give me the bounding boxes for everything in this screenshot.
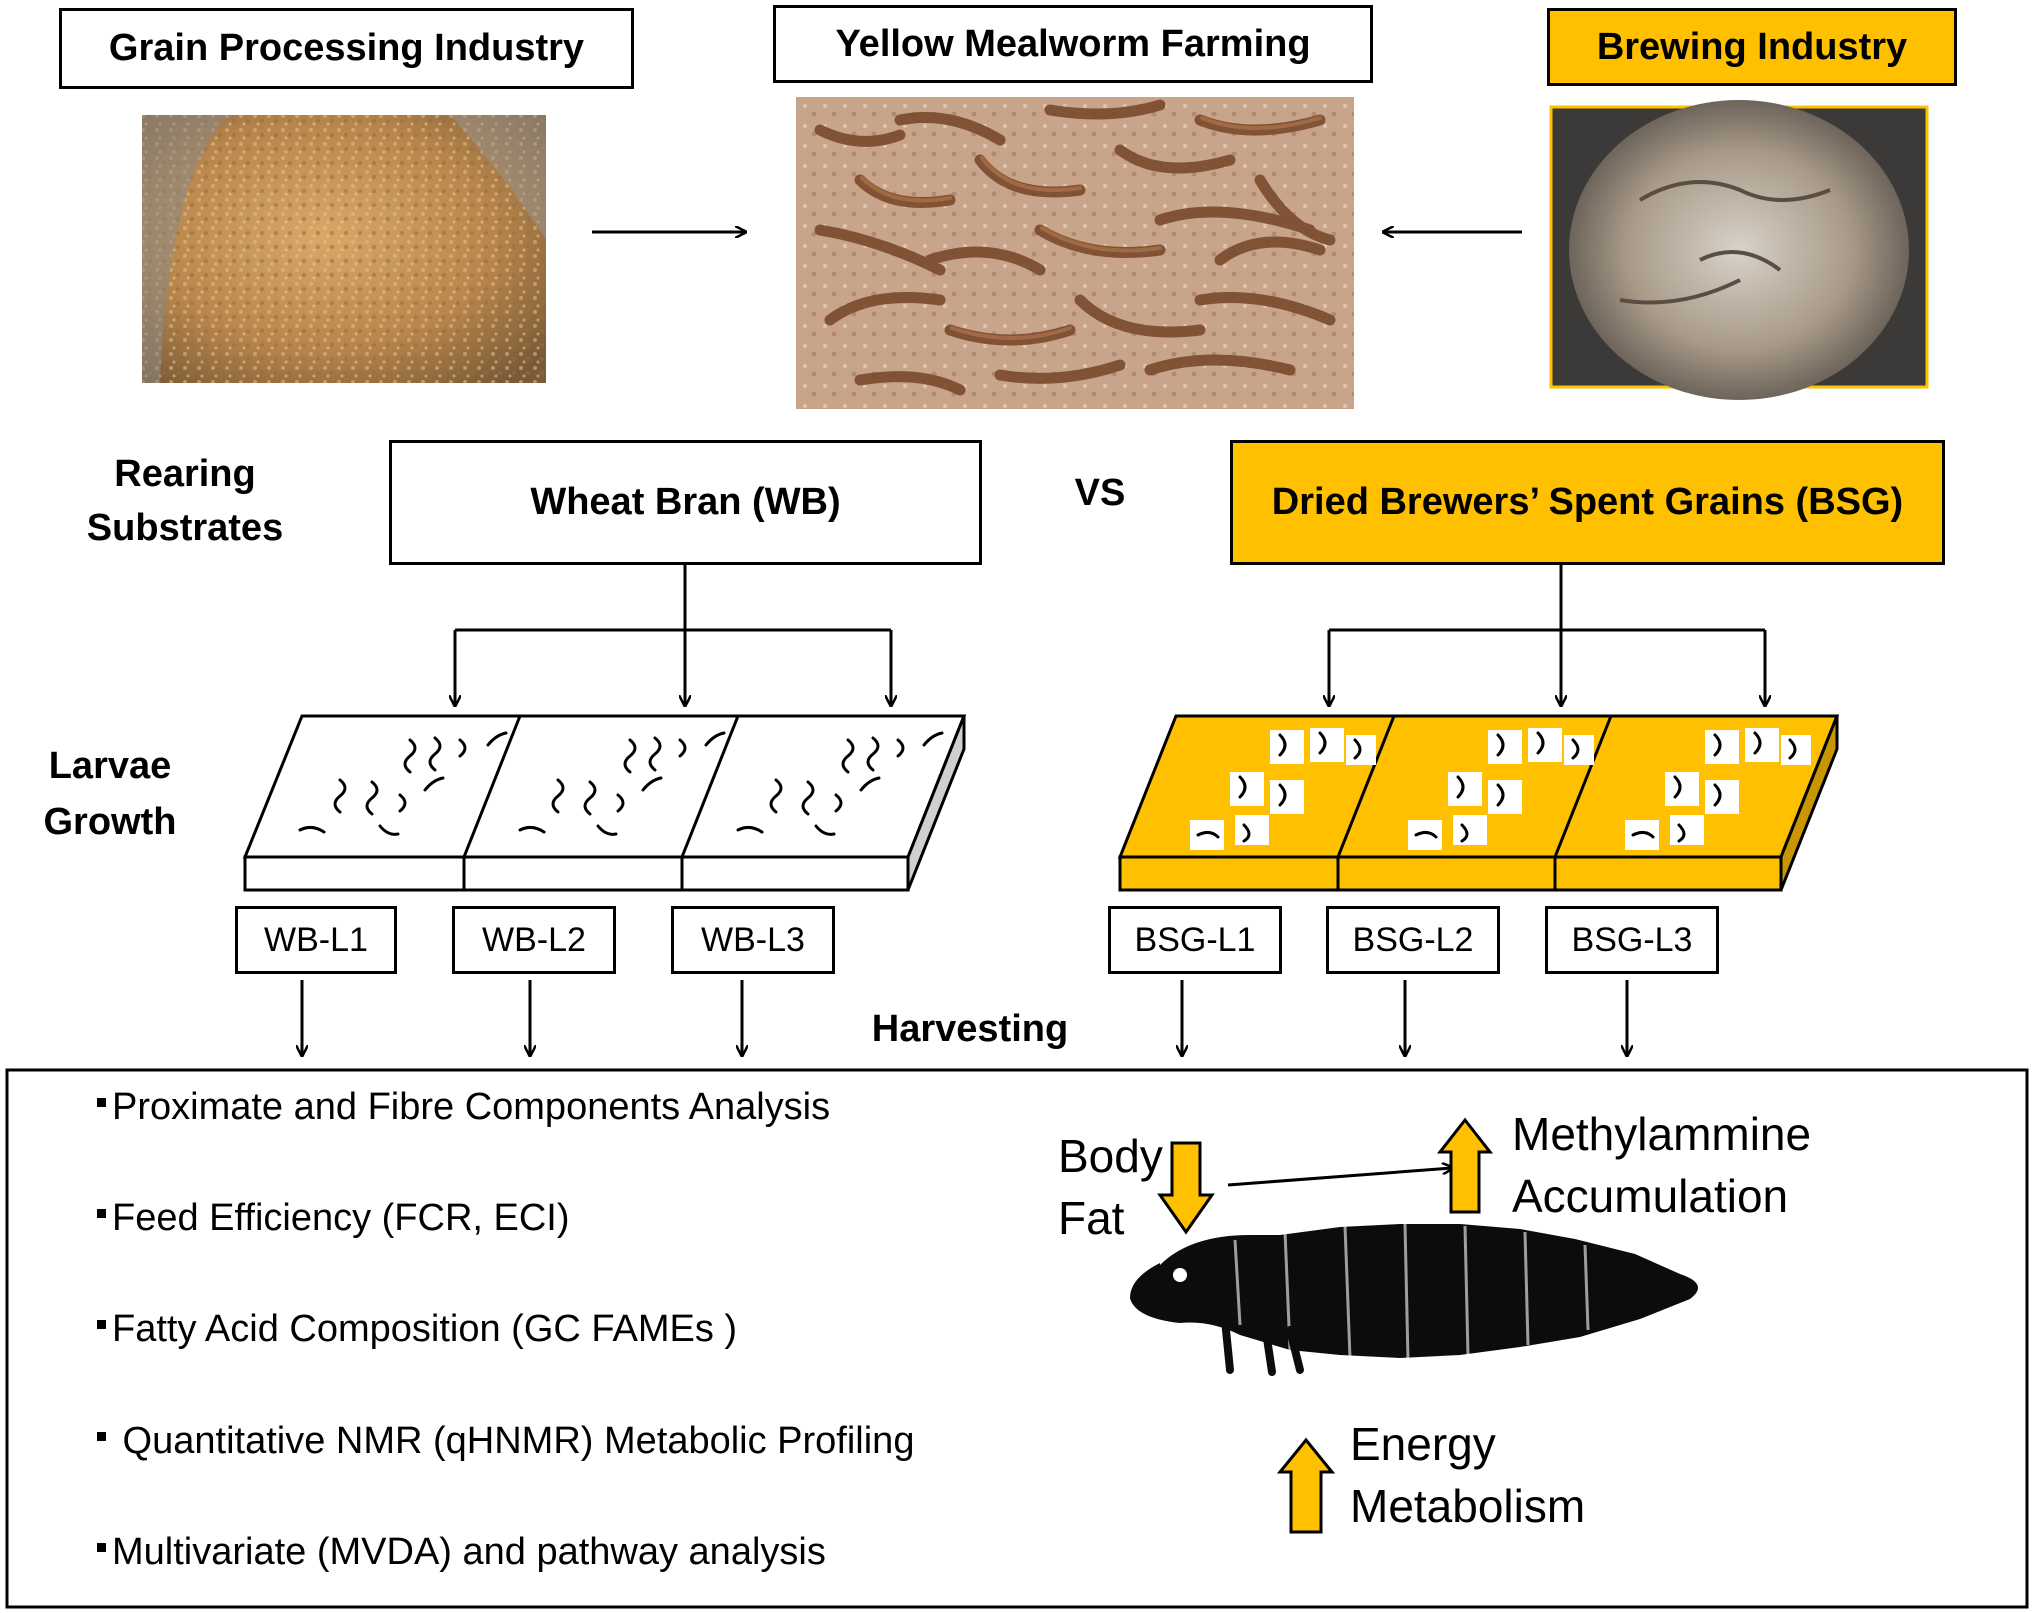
larva-icon [1130,1223,1698,1376]
tray-label-bsg-l1: BSG-L1 [1108,906,1282,974]
tray-icon [679,714,967,892]
rearing-substrates-label: Rearing Substrates [86,453,284,549]
analysis-item: Multivariate (MVDA) and pathway analysis [97,1531,826,1574]
bsg-branch-arrows [1329,563,1765,705]
larvae-growth-label: Larvae Growth [43,745,177,843]
arrow-up-icon [1436,1117,1494,1214]
analysis-box [5,1068,2029,1609]
tray-label-bsg-l2: BSG-L2 [1326,906,1500,974]
methylamine-label: Methylammine Accumulation [1512,1108,1812,1222]
wheat-bran-box: Wheat Bran (WB) [389,440,982,565]
grain-processing-label: Grain Processing Industry [108,27,585,69]
harvest-arrows [302,980,1627,1055]
arrow-up-icon [1276,1437,1336,1534]
tray-label-wb-l2: WB-L2 [452,906,616,974]
mealworm-photo [796,97,1354,409]
wb-branch-arrows [455,563,891,705]
arrow-down-icon [1157,1141,1215,1235]
bsg-box: Dried Brewers’ Spent Grains (BSG) [1230,440,1945,565]
body-fat-label: Body Fat [1058,1130,1163,1244]
brewing-industry-label: Brewing Industry [1596,25,1908,68]
bsg-label: Dried Brewers’ Spent Grains (BSG) [1271,481,1904,523]
brewing-photo [1549,100,1929,400]
larvae-squiggles [298,731,944,836]
tray-label-bsg-l3: BSG-L3 [1545,906,1719,974]
grain-photo [142,115,546,383]
energy-metabolism-label: Energy Metabolism [1350,1418,1586,1532]
grain-processing-box: Grain Processing Industry [59,8,634,89]
brewing-industry-box: Brewing Industry [1547,8,1957,86]
tray-label-wb-l3: WB-L3 [671,906,835,974]
tray-label-wb-l1: WB-L1 [235,906,397,974]
vs-label: VS [1074,472,1126,514]
analysis-item: Feed Efficiency (FCR, ECI) [97,1197,570,1240]
arrow-right-icon [1227,1168,1452,1187]
wheat-bran-label: Wheat Bran (WB) [530,481,841,523]
bsg-larvae [1190,728,1811,850]
analysis-item: Quantitative NMR (qHNMR) Metabolic Profi… [97,1420,914,1463]
mealworm-farming-label: Yellow Mealworm Farming [835,22,1311,65]
harvesting-label: Harvesting [871,1008,1069,1050]
mealworm-farming-box: Yellow Mealworm Farming [773,5,1373,83]
analysis-item: Proximate and Fibre Components Analysis [97,1086,830,1129]
analysis-item: Fatty Acid Composition (GC FAMEs ) [97,1308,737,1351]
